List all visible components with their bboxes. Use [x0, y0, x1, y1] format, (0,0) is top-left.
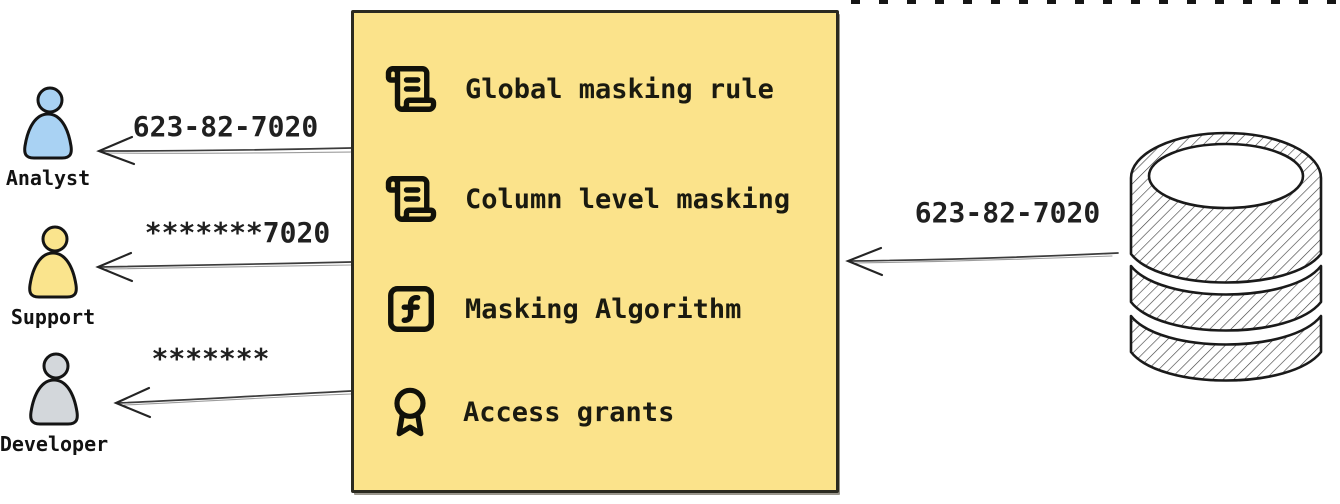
arrow-to-developer [113, 386, 352, 419]
masked-value-analyst: 623-82-7020 [132, 110, 319, 143]
masking-box-item: Access grants [384, 383, 674, 441]
persona-developer: Developer [0, 352, 109, 456]
arrow-to-support [95, 251, 352, 283]
persona-analyst: Analyst [0, 86, 103, 190]
person-icon [29, 352, 79, 426]
persona-label-developer: Developer [0, 432, 109, 456]
masking-box-item-label: Access grants [463, 396, 675, 428]
person-icon [23, 86, 73, 160]
scroll-text-icon [384, 62, 438, 116]
award-icon [384, 385, 436, 439]
persona-support: Support [0, 225, 108, 329]
person-icon [28, 225, 78, 299]
source-value-label: 623-82-7020 [914, 196, 1101, 229]
masking-box-item: Column level masking [384, 170, 790, 228]
masking-box-item-label: Global masking rule [465, 73, 774, 105]
masking-rules-box: Global masking rule Column level masking… [351, 10, 839, 493]
masked-value-support: *******7020 [144, 216, 331, 249]
function-square-icon [384, 282, 438, 336]
scroll-text-icon [384, 172, 438, 226]
persona-label-analyst: Analyst [5, 166, 91, 190]
arrow-db-to-box [845, 246, 1119, 277]
masking-box-item-label: Column level masking [465, 183, 791, 215]
masked-value-developer: ******* [151, 342, 270, 375]
masking-box-item-label: Masking Algorithm [465, 293, 742, 325]
masking-box-item: Masking Algorithm [384, 280, 741, 338]
persona-label-support: Support [10, 305, 96, 329]
masking-box-item: Global masking rule [384, 60, 774, 118]
database-icon [1129, 131, 1323, 382]
